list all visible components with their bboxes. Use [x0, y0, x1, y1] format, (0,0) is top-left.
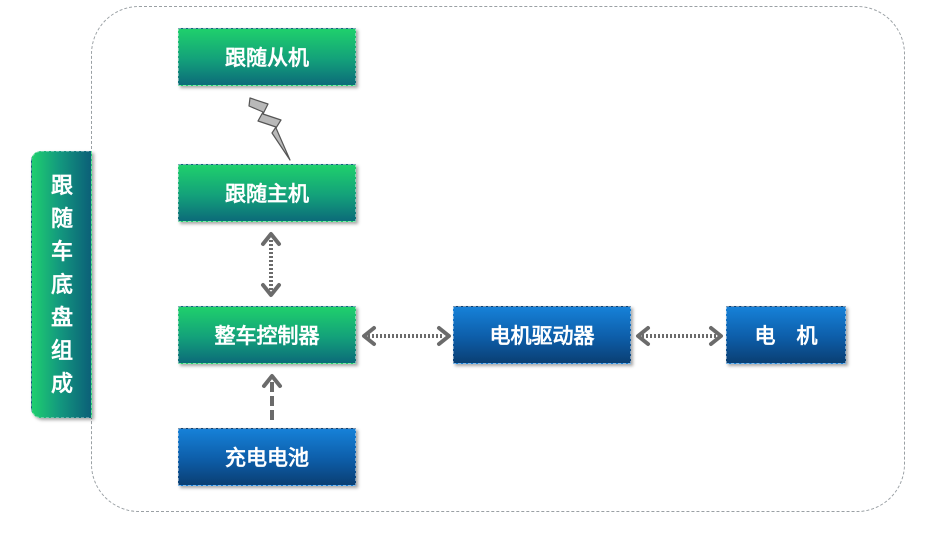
node-label: 电 机	[754, 324, 818, 348]
node-motor: 电 机	[726, 306, 846, 364]
node-motor-driver: 电机驱动器	[453, 306, 631, 364]
node-battery: 充电电池	[178, 428, 356, 486]
arrow-driver-motor	[636, 326, 723, 346]
node-follower-slave: 跟随从机	[178, 28, 356, 86]
node-label: 电机驱动器	[489, 324, 595, 348]
node-label: 充电电池	[225, 446, 309, 470]
wireless-link-icon	[248, 97, 291, 161]
node-vehicle-controller: 整车控制器	[178, 306, 356, 364]
arrow-master-controller	[261, 232, 281, 297]
node-label: 跟随从机	[225, 46, 309, 70]
side-label-panel: 跟随车底盘组成	[31, 151, 92, 418]
arrow-battery-controller	[262, 374, 282, 422]
node-label: 整车控制器	[214, 324, 320, 348]
node-label: 跟随主机	[225, 182, 309, 206]
side-label: 跟随车底盘组成	[51, 174, 74, 397]
node-follower-master: 跟随主机	[178, 164, 356, 222]
arrow-controller-driver	[362, 326, 451, 346]
